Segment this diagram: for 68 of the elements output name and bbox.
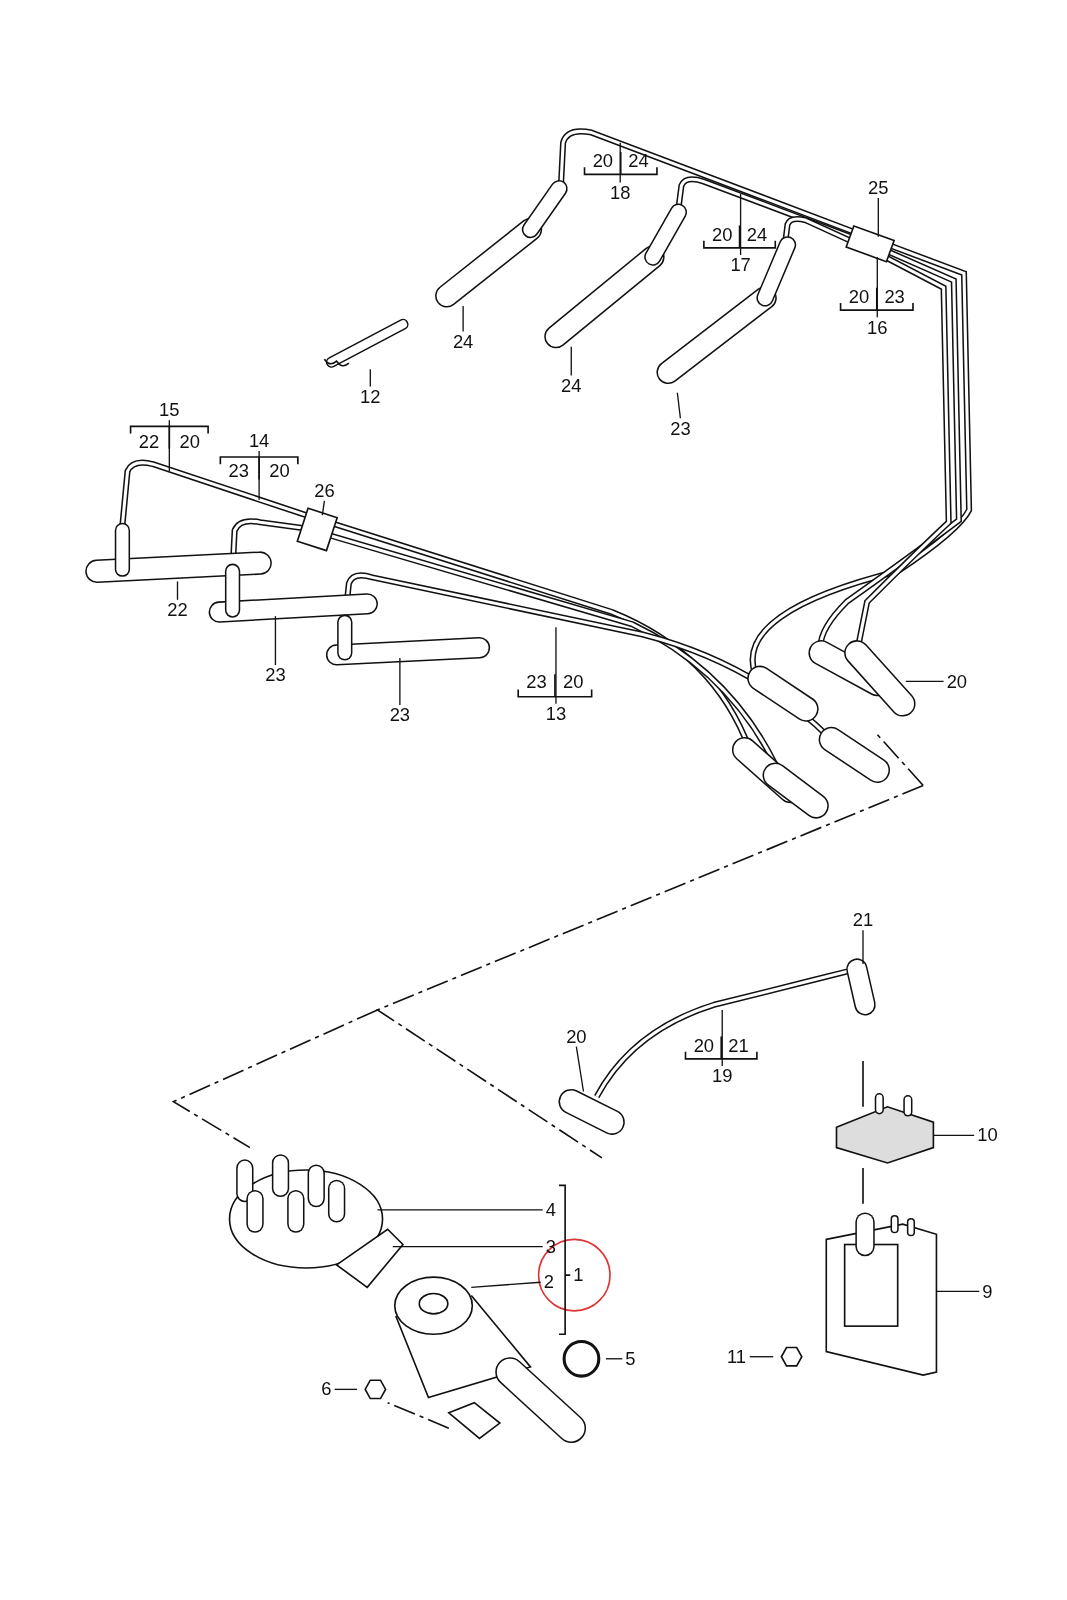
callout-number: 24 <box>745 224 769 245</box>
callout-number: 6 <box>320 1379 333 1400</box>
callout-number: 19 <box>711 1066 734 1087</box>
callout-number: 15 <box>158 399 181 421</box>
callout-number: 23 <box>388 704 412 726</box>
leader-line <box>932 1134 975 1137</box>
callout-number: 20 <box>268 461 291 482</box>
callout-number: 20 <box>591 150 615 172</box>
callout-number: 25 <box>867 177 890 198</box>
leader-line <box>376 1209 544 1211</box>
callout-number: 20 <box>178 431 201 452</box>
callout-number: 22 <box>166 599 189 621</box>
callout-number: 23 <box>525 671 548 692</box>
callout-number: 22 <box>137 431 161 452</box>
leader-line <box>274 615 277 666</box>
callout-number: 11 <box>726 1346 748 1367</box>
callout-number: 17 <box>729 255 752 276</box>
leader-line <box>676 392 682 419</box>
callout-number: 5 <box>624 1348 637 1369</box>
leader-line <box>470 1281 542 1289</box>
callout-number: 23 <box>264 665 287 686</box>
leader-line <box>575 1045 585 1093</box>
leader-line <box>877 197 879 238</box>
leader-line <box>935 1290 980 1293</box>
callout-number: 21 <box>851 909 875 931</box>
leader-line <box>369 368 371 388</box>
leader-line <box>321 500 326 516</box>
callout-number: 26 <box>313 480 336 501</box>
leader-line <box>258 450 260 501</box>
callout-number: 20 <box>847 286 871 308</box>
callout-number: 23 <box>669 418 692 439</box>
callout-number: 20 <box>692 1035 716 1056</box>
callout-number: 4 <box>544 1199 557 1221</box>
leader-line <box>462 305 464 333</box>
leader-line <box>168 419 170 472</box>
callout-number: 20 <box>711 224 734 245</box>
callout-number: 1 <box>572 1264 585 1286</box>
leader-line <box>392 1245 544 1248</box>
callout-number: 20 <box>562 671 585 692</box>
leader-line <box>399 657 401 706</box>
callout-number: 10 <box>976 1125 999 1146</box>
callout-number: 16 <box>866 317 889 338</box>
callout-number: 13 <box>544 703 568 725</box>
callout-number: 12 <box>359 386 382 407</box>
callout-number: 20 <box>565 1026 588 1047</box>
callout-number: 2 <box>542 1272 555 1293</box>
leader-line <box>905 680 945 683</box>
leader-line <box>555 626 557 705</box>
callout-number: 14 <box>247 430 271 451</box>
callout-number: 21 <box>727 1035 750 1056</box>
leader-line <box>570 346 572 377</box>
leader-line <box>876 256 878 318</box>
callout-number: 18 <box>609 182 632 203</box>
callout-number: 24 <box>451 331 475 352</box>
leader-line <box>176 580 179 601</box>
leader-line <box>333 1388 358 1391</box>
leader-line <box>862 929 864 965</box>
leader-line <box>619 142 621 184</box>
leader-line <box>721 1009 723 1067</box>
callout-number: 23 <box>227 461 250 482</box>
leader-line <box>739 193 742 256</box>
callout-number: 24 <box>560 375 583 396</box>
callout-number: 24 <box>627 150 650 172</box>
callout-number: 23 <box>883 286 906 308</box>
leader-line <box>749 1356 774 1358</box>
leader-line <box>605 1358 623 1360</box>
callout-number: 9 <box>981 1281 994 1302</box>
callout-number: 20 <box>945 671 969 692</box>
